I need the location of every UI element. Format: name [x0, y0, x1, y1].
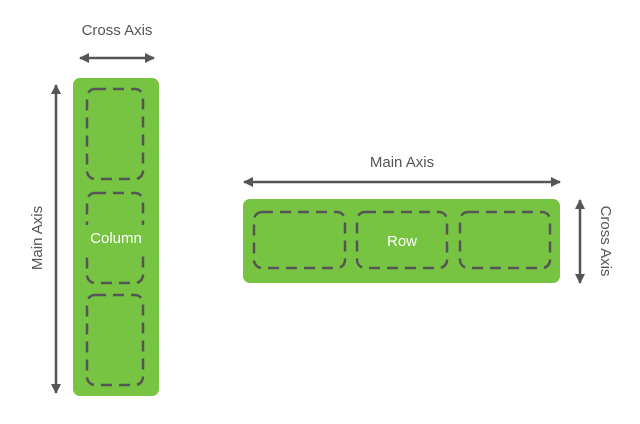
row-main-axis-label: Main Axis: [370, 154, 434, 171]
column-diagram: Cross Axis Main Axis Column: [29, 22, 159, 396]
row-child-slot: [252, 210, 347, 270]
column-label-backdrop: [82, 225, 150, 251]
column-cross-axis-label: Cross Axis: [82, 22, 153, 39]
column-child-slot: [85, 191, 145, 285]
column-child-slot: [85, 87, 145, 181]
column-main-axis-label: Main Axis: [29, 206, 46, 270]
row-label: Row: [387, 233, 417, 250]
row-cross-axis-label: Cross Axis: [597, 206, 614, 277]
row-diagram: Main Axis Cross Axis Row: [243, 154, 614, 284]
row-container: [243, 199, 560, 283]
column-child-slot: [85, 293, 145, 387]
row-child-slot: [355, 210, 449, 270]
row-child-slot: [458, 210, 552, 270]
column-label: Column: [90, 230, 142, 247]
